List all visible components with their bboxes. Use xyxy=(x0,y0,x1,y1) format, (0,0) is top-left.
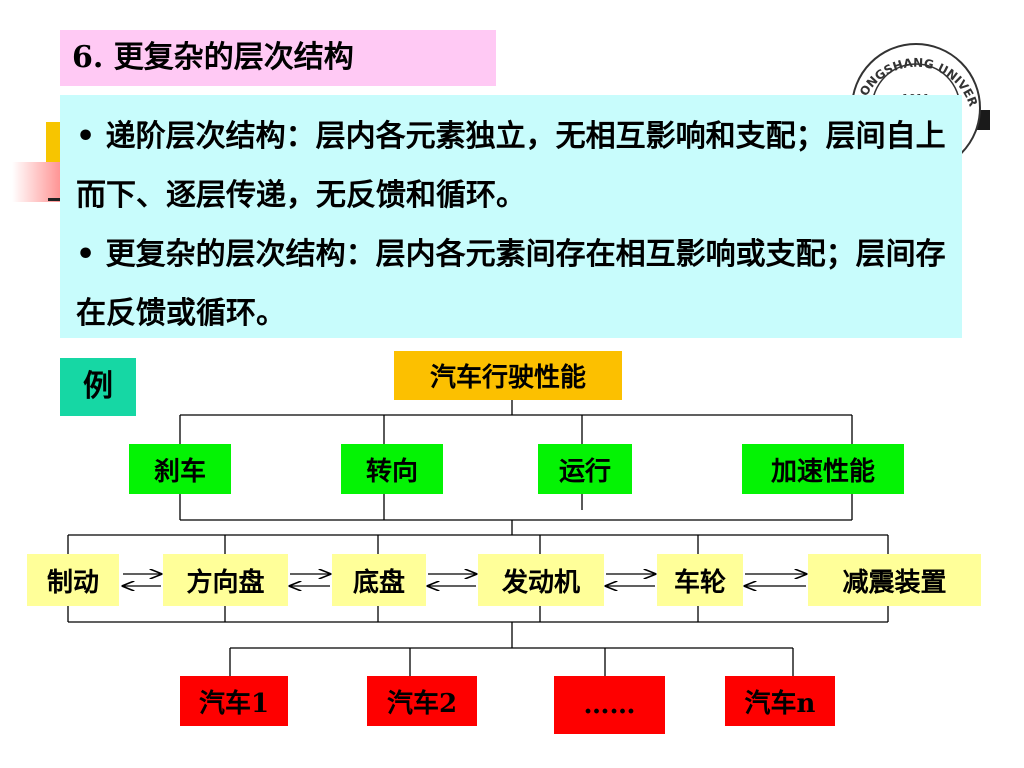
subcriteria-node-engine: 发动机 xyxy=(478,554,604,606)
subcriteria-node-wheels: 车轮 xyxy=(657,554,743,606)
criteria-node-braking: 刹车 xyxy=(129,444,231,494)
alternative-node-car-1: 汽车1 xyxy=(180,676,288,726)
definition-box: • 递阶层次结构：层内各元素独立，无相互影响和支配；层间自上而下、逐层传递，无反… xyxy=(60,95,962,338)
example-label: 例 xyxy=(60,358,136,416)
decoration-dash xyxy=(48,198,62,201)
alternative-node-ellipsis: …… xyxy=(554,676,665,734)
subcriteria-node-chassis: 底盘 xyxy=(332,554,426,606)
bullet-complex: • 更复杂的层次结构：层内各元素间存在相互影响或支配；层间存在反馈或循环。 xyxy=(76,237,946,331)
criteria-node-running: 运行 xyxy=(538,444,632,494)
goal-node: 汽车行驶性能 xyxy=(394,351,622,400)
subcriteria-node-steering-wheel: 方向盘 xyxy=(163,554,288,606)
subcriteria-node-suspension: 减震装置 xyxy=(808,554,981,606)
slide-title: 6. 更复杂的层次结构 xyxy=(60,30,496,86)
criteria-node-acceleration: 加速性能 xyxy=(742,444,904,494)
bullet-hierarchical: • 递阶层次结构：层内各元素独立，无相互影响和支配；层间自上而下、逐层传递，无反… xyxy=(76,119,946,213)
alternative-node-car-2: 汽车2 xyxy=(367,676,477,726)
alternative-node-car-n: 汽车n xyxy=(725,676,835,726)
criteria-node-steering: 转向 xyxy=(341,444,443,494)
subcriteria-node-brake: 制动 xyxy=(27,554,119,606)
